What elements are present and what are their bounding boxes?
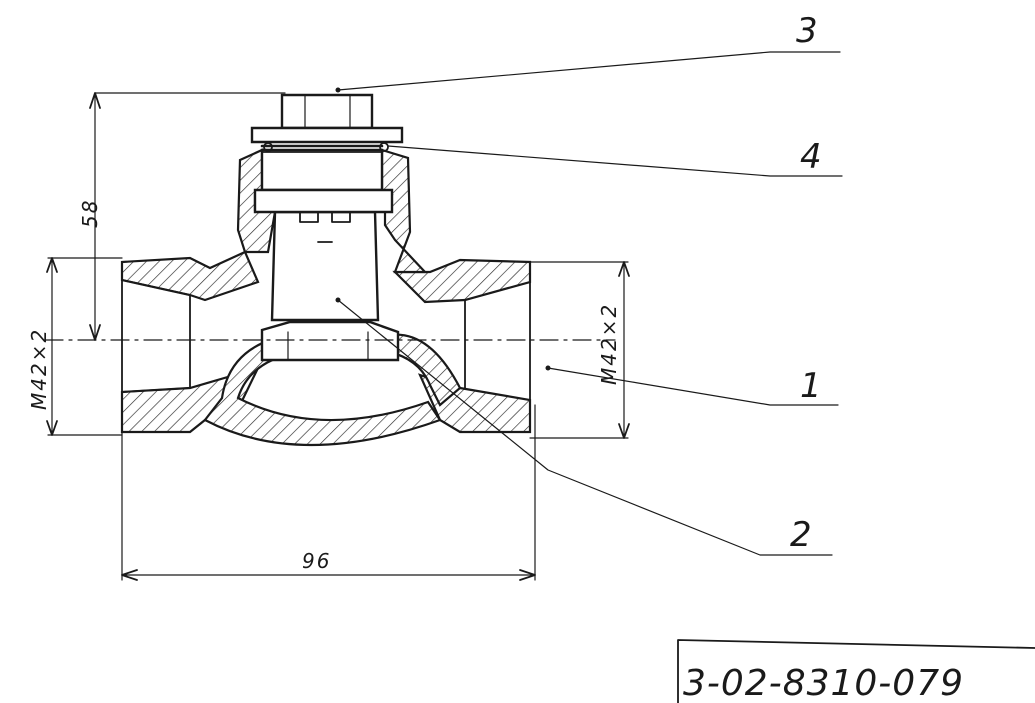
- disc-stem: [270, 210, 380, 322]
- height-dimension-label: 58: [78, 199, 102, 228]
- leader-3: [337, 51, 841, 91]
- leader-1-dot: [545, 365, 551, 371]
- body-left-bore: [121, 279, 191, 393]
- cap-body: [260, 148, 384, 192]
- stamp-frame: [677, 639, 1035, 703]
- width-dimension: 96: [121, 404, 536, 581]
- leader-2: [337, 299, 833, 556]
- callout-number-1: 1: [800, 366, 822, 406]
- body-right-upper-wall: [392, 258, 532, 304]
- left-thread-arrow-top: [46, 257, 58, 273]
- height-dimension: 58: [78, 92, 286, 341]
- callout-number-3: 3: [796, 11, 818, 51]
- right-thread-arrow-top: [618, 261, 630, 277]
- leader-1: [547, 367, 839, 406]
- left-thread-dimension: M42×2: [27, 257, 123, 436]
- title-stamp: 3-02-8310-079: [677, 639, 1035, 703]
- right-thread-label: M42×2: [597, 303, 621, 385]
- seat-ring-dividers: [287, 331, 369, 361]
- valve-body: [120, 148, 532, 447]
- left-thread-arrow-bottom: [46, 420, 58, 436]
- width-dimension-label: 96: [302, 549, 331, 573]
- callout-numbers: 3 4 1 2: [790, 11, 822, 555]
- leader-4: [387, 145, 843, 177]
- seat-ring: [260, 320, 400, 362]
- valve-disc: [270, 209, 380, 322]
- callout-leaders: [337, 51, 843, 556]
- drawing-number: 3-02-8310-079: [683, 663, 964, 703]
- cap-flange: [250, 126, 404, 144]
- callout-number-2: 2: [790, 515, 812, 555]
- width-arrow-right: [519, 569, 536, 581]
- height-arrow-top: [89, 92, 101, 109]
- right-thread-dimension: M42×2: [529, 261, 630, 439]
- right-thread-arrow-bottom: [618, 423, 630, 439]
- body-right-bore: [464, 281, 531, 401]
- width-arrow-left: [121, 569, 138, 581]
- gasket-right-section: [379, 142, 389, 152]
- gasket-left-section: [263, 142, 273, 152]
- height-arrow-bottom: [89, 324, 101, 341]
- left-thread-label: M42×2: [27, 328, 51, 410]
- cap-nut: [280, 93, 374, 130]
- body-left-upper-wall: [120, 250, 260, 302]
- valve-cap: [250, 87, 404, 214]
- cap-lower-collar: [253, 188, 394, 214]
- callout-number-4: 4: [800, 137, 822, 177]
